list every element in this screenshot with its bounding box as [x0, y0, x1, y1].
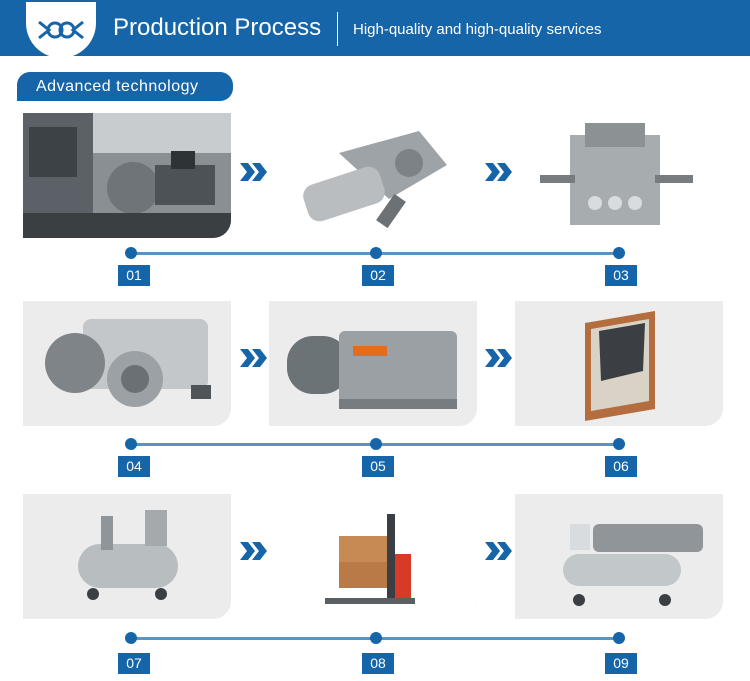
pump-block-illustration [515, 113, 723, 238]
packing-crate-illustration [515, 301, 723, 426]
logo-icon [38, 20, 84, 40]
double-chevron-right-icon [240, 349, 267, 367]
double-chevron-right-icon [240, 163, 267, 181]
double-chevron-right-icon [485, 542, 512, 560]
pallet-stacker-illustration [269, 494, 477, 619]
page-subtitle: High-quality and high-quality services [353, 21, 602, 38]
motor-assembly-illustration [23, 301, 231, 426]
timeline-dot [613, 247, 625, 259]
step-number: 09 [605, 653, 637, 674]
header-bar: Production Process High-quality and high… [0, 0, 750, 58]
section-tag: Advanced technology [17, 72, 233, 101]
air-tank-illustration [23, 494, 231, 619]
timeline-dot [125, 632, 137, 644]
page-title: Production Process [113, 14, 322, 41]
step-02-image [269, 113, 477, 238]
timeline-dot [125, 438, 137, 450]
timeline-dot [613, 632, 625, 644]
pump-housing-illustration [269, 113, 477, 238]
step-number: 07 [118, 653, 150, 674]
timeline-dot [613, 438, 625, 450]
step-04-image [23, 301, 231, 426]
step-number: 04 [118, 456, 150, 477]
double-chevron-right-icon [485, 349, 512, 367]
vacuum-pump-illustration [269, 301, 477, 426]
step-number: 08 [362, 653, 394, 674]
step-number: 06 [605, 456, 637, 477]
timeline-dot [125, 247, 137, 259]
step-number: 01 [118, 265, 150, 286]
step-05-image [269, 301, 477, 426]
logo [26, 2, 96, 58]
timeline-dot [370, 247, 382, 259]
double-chevron-right-icon [240, 542, 267, 560]
step-01-image [23, 113, 231, 238]
step-06-image [515, 301, 723, 426]
timeline-dot [370, 438, 382, 450]
section-tag-label: Advanced technology [36, 78, 199, 95]
timeline-dot [370, 632, 382, 644]
step-number: 02 [362, 265, 394, 286]
step-number: 03 [605, 265, 637, 286]
step-08-image [269, 494, 477, 619]
compressor-unit-illustration [515, 494, 723, 619]
cnc-lathe-illustration [23, 113, 231, 238]
header-divider [337, 12, 338, 46]
step-09-image [515, 494, 723, 619]
step-number: 05 [362, 456, 394, 477]
step-07-image [23, 494, 231, 619]
double-chevron-right-icon [485, 163, 512, 181]
step-03-image [515, 113, 723, 238]
